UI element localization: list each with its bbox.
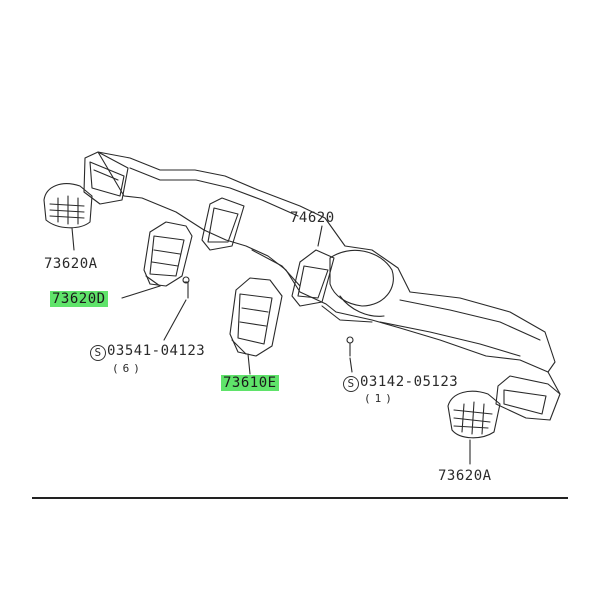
vent-center-right	[229, 277, 283, 375]
vent-center-left	[121, 221, 193, 341]
label-vent-center-right: 73610E	[221, 375, 279, 391]
duct-74620	[83, 151, 561, 421]
label-vent-center-left: 73620D	[50, 291, 108, 307]
s-symbol-icon: S	[343, 376, 359, 392]
divider-line	[32, 497, 568, 499]
screw-b-number: 03142-05123	[360, 374, 459, 390]
vent-right	[447, 390, 501, 465]
label-vent-right: 73620A	[438, 468, 492, 484]
screw-03142	[346, 336, 354, 373]
label-duct: 74620	[290, 210, 335, 226]
screw-a-number: 03541-04123	[107, 343, 206, 359]
s-symbol-icon: S	[90, 345, 106, 361]
label-screw-a-qty: (6)	[112, 362, 144, 375]
label-screw-b-qty: (1)	[364, 392, 396, 405]
label-vent-left: 73620A	[44, 256, 98, 272]
vent-left	[43, 183, 93, 251]
